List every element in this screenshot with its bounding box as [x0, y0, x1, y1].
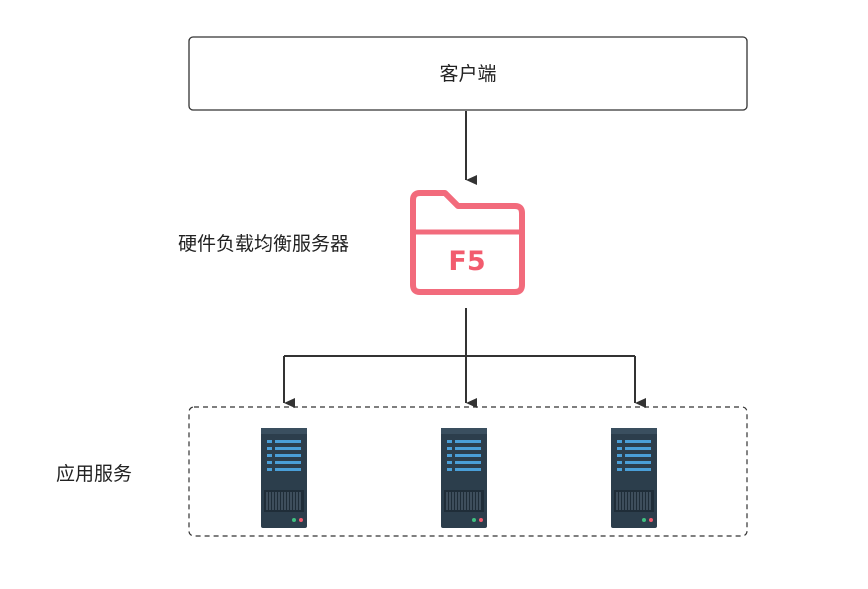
- app-services-group: [188, 406, 748, 537]
- f5-folder-icon: F5: [410, 190, 525, 295]
- f5-badge-text: F5: [448, 246, 485, 277]
- server-icon: [440, 427, 488, 529]
- client-box: 客户端: [188, 36, 748, 111]
- client-label: 客户端: [439, 63, 496, 85]
- server-icon: [260, 427, 308, 529]
- server-icon: [610, 427, 658, 529]
- load-balancer-label: 硬件负载均衡服务器: [178, 233, 349, 255]
- app-services-label: 应用服务: [56, 463, 132, 485]
- connector-lines: [283, 308, 646, 408]
